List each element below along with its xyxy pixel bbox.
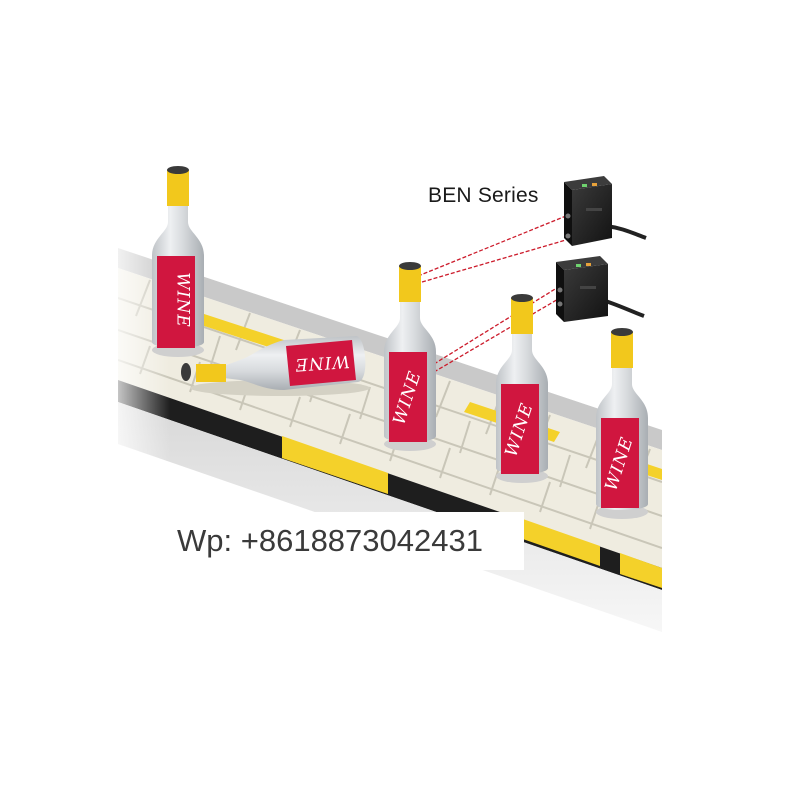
wine-bottle: WINE [384, 262, 436, 451]
laser-beam-top [417, 215, 567, 277]
logo-mark [586, 208, 602, 211]
sensor-series-label: BEN Series [428, 184, 539, 207]
lens-icon [565, 233, 571, 239]
laser-beam-lower [433, 297, 561, 373]
wine-bottle-fallen: WINE [181, 336, 370, 396]
wine-bottle: WINE [152, 166, 204, 357]
rail-stripe [620, 553, 662, 588]
bottle-label-text: WINE [294, 351, 351, 375]
logo-mark [580, 286, 596, 289]
status-led-icon [582, 184, 587, 187]
laser-beam-top [421, 239, 567, 283]
wine-bottle: WINE [496, 294, 548, 483]
bottle-cap [167, 170, 189, 206]
laser-beams [417, 215, 567, 373]
rail-stripe [282, 436, 388, 494]
laser-beam-lower [433, 285, 561, 365]
bottle-label-text: WINE [173, 272, 193, 327]
bottle-label [501, 384, 539, 474]
bottle-cap [399, 266, 421, 302]
lens-icon [557, 301, 563, 307]
rail-stripe [520, 518, 600, 566]
bottle-label [157, 256, 195, 348]
status-led-icon [592, 183, 597, 186]
belt-stripe [192, 312, 296, 354]
bottle-label [601, 418, 639, 508]
sensor-top [564, 176, 647, 246]
wine-bottle: WINE [596, 328, 648, 519]
lens-icon [557, 287, 563, 293]
bottle-cap [611, 332, 633, 368]
sensor-cable [601, 298, 645, 318]
lens-icon [565, 213, 571, 219]
bottle-label [286, 340, 356, 386]
contact-text: Wp: +8618873042431 [177, 523, 483, 558]
status-led-icon [586, 263, 591, 266]
bottle-cap [196, 364, 226, 382]
status-led-icon [576, 264, 581, 267]
bottle-cap [511, 298, 533, 334]
contact-overlay: Wp: +8618873042431 [136, 512, 524, 570]
sensor-bottom [556, 256, 645, 322]
bottle-label [389, 352, 427, 442]
